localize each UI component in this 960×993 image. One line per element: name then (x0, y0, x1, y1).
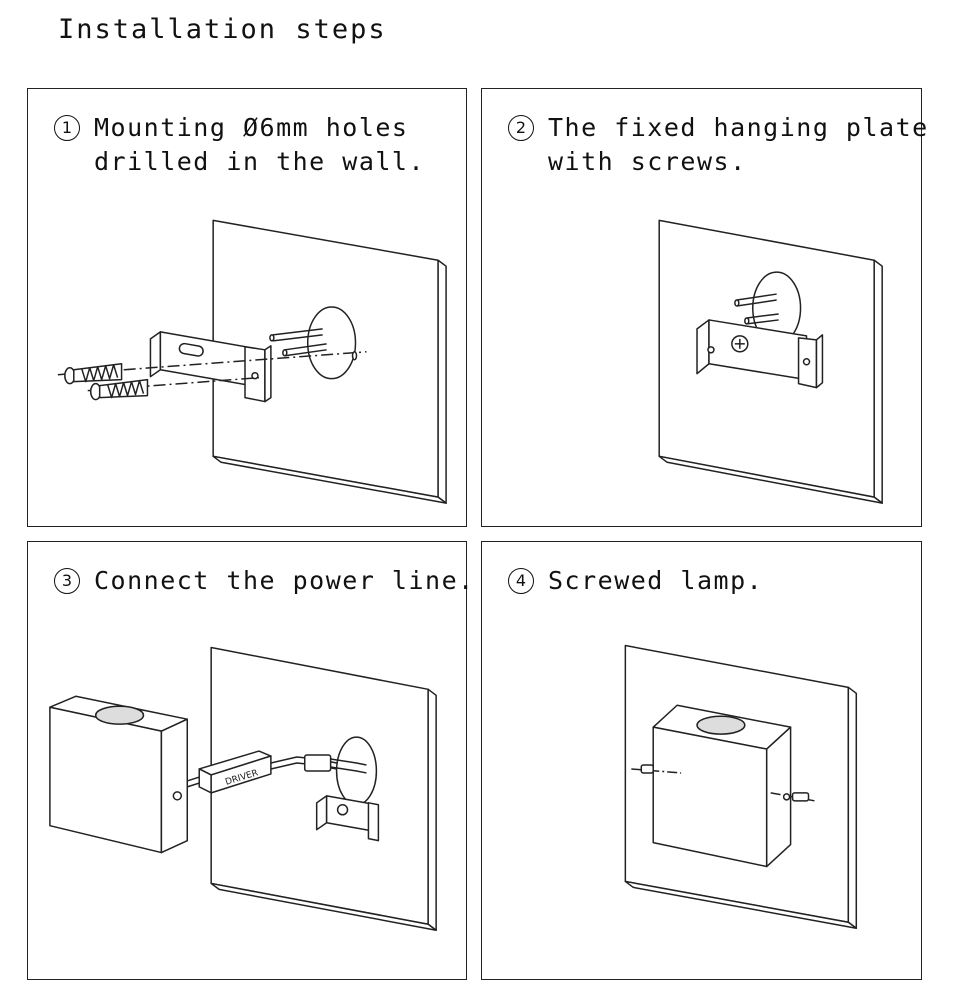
step-3-illustration: DRIVER (28, 542, 466, 979)
mounting-bracket (150, 332, 160, 377)
step-4-illustration (482, 542, 921, 979)
step-4-caption: 4 Screwed lamp. (508, 564, 763, 598)
step-1-text: Mounting Ø6mm holes drilled in the wall. (94, 113, 426, 176)
wire-connector (305, 755, 331, 771)
wall-plate (211, 648, 428, 925)
step-3-number: 3 (54, 568, 80, 594)
step-2-illustration (482, 89, 921, 526)
step-1-panel: 1 Mounting Ø6mm holes drilled in the wal… (27, 88, 467, 527)
wall-hole (308, 307, 356, 379)
page-title: Installation steps (58, 14, 387, 45)
screw (641, 765, 653, 773)
step-4-text: Screwed lamp. (548, 566, 764, 595)
step-3-text: Connect the power line. (94, 566, 475, 595)
step-4-number: 4 (508, 568, 534, 594)
step-2-text: The fixed hanging plate with screws. (548, 113, 929, 176)
step-4-panel: 4 Screwed lamp. (481, 541, 922, 980)
step-1-number: 1 (54, 115, 80, 141)
mounting-bracket (697, 320, 709, 374)
step-3-panel: DRIVER 3 Connect the power line. (27, 541, 473, 980)
step-1-illustration (28, 89, 466, 526)
step-2-number: 2 (508, 115, 534, 141)
step-2-caption: 2 The fixed hanging plate with screws. (508, 111, 929, 179)
step-2-panel: 2 The fixed hanging plate with screws. (481, 88, 927, 527)
screw (793, 793, 809, 801)
step-1-caption: 1 Mounting Ø6mm holes drilled in the wal… (54, 111, 425, 179)
step-3-caption: 3 Connect the power line. (54, 564, 475, 598)
